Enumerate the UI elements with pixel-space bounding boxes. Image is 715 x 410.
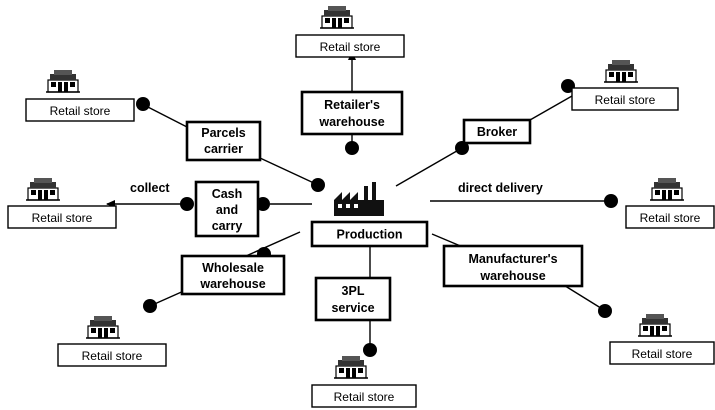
dot-parcels-production (311, 178, 325, 192)
store-label-bottom: Retail store (334, 390, 395, 404)
dot-retailers-warehouse (345, 141, 359, 155)
store-building-icon (85, 315, 121, 339)
store-building-icon (25, 177, 61, 201)
factory-icon (334, 182, 384, 216)
channel-parcels-carrier: Parcels carrier (185, 120, 262, 162)
cash-carry-line2: and (216, 203, 238, 217)
channel-broker: Broker (462, 118, 532, 145)
retail-store-top-right: Retail store (571, 59, 679, 111)
dot-broker (455, 141, 469, 155)
connector-wholesale (245, 231, 301, 257)
wholesale-line1: Wholesale (202, 261, 264, 275)
dot-store-bottom-right (598, 304, 612, 318)
channel-wholesale-warehouse: Wholesale warehouse (180, 254, 286, 296)
dot-cash-carry-left (180, 197, 194, 211)
store-label-bottom-right: Retail store (632, 347, 693, 361)
connector-parcels (259, 157, 317, 185)
dot-store-right (604, 194, 618, 208)
store-building-icon (45, 69, 81, 93)
cash-carry-line3: carry (212, 219, 243, 233)
store-building-icon (333, 355, 369, 379)
wholesale-line2: warehouse (199, 277, 265, 291)
retail-store-top: Retail store (295, 5, 405, 58)
collect-label: collect (130, 181, 170, 195)
retail-store-left: Retail store (7, 177, 117, 229)
cash-carry-line1: Cash (212, 187, 243, 201)
retailers-warehouse-line2: warehouse (318, 115, 384, 129)
retailers-warehouse-line1: Retailer's (324, 98, 380, 112)
manufacturers-warehouse-line2: warehouse (479, 269, 545, 283)
production-label: Production (337, 228, 403, 242)
store-building-icon (637, 313, 673, 337)
retail-store-bottom-left: Retail store (57, 315, 167, 367)
channel-cash-and-carry: Cash and carry (194, 180, 260, 238)
dot-store-bottom (363, 343, 377, 357)
store-building-icon (603, 59, 639, 83)
3pl-line1: 3PL (342, 284, 365, 298)
store-building-icon (649, 177, 685, 201)
connector-dots (136, 79, 618, 357)
broker-label: Broker (477, 125, 517, 139)
store-label-top-left: Retail store (50, 104, 111, 118)
channel-3pl-service: 3PL service (314, 276, 392, 322)
store-label-top-right: Retail store (595, 93, 656, 107)
connector-parcels-store (141, 103, 188, 128)
retail-store-bottom-right: Retail store (609, 313, 715, 365)
connector-broker (395, 147, 463, 187)
dot-cash-carry-right (256, 197, 270, 211)
store-label-left: Retail store (32, 211, 93, 225)
connector-manufacturers-store (561, 283, 605, 311)
store-building-icon (319, 5, 355, 29)
retail-store-bottom: Retail store (311, 355, 417, 408)
dot-store-top-left (136, 97, 150, 111)
channel-retailers-warehouse: Retailer's warehouse (300, 90, 404, 136)
retail-store-top-left: Retail store (25, 69, 135, 122)
store-label-right: Retail store (640, 211, 701, 225)
manufacturers-warehouse-line1: Manufacturer's (468, 252, 557, 266)
parcels-label-line2: carrier (204, 142, 243, 156)
3pl-line2: service (331, 301, 374, 315)
parcels-label-line1: Parcels (201, 126, 246, 140)
store-label-top: Retail store (320, 40, 381, 54)
dot-store-bottom-left (143, 299, 157, 313)
retail-store-right: Retail store (625, 177, 715, 229)
direct-delivery-label: direct delivery (458, 181, 543, 195)
store-label-bottom-left: Retail store (82, 349, 143, 363)
production-node: Production (310, 220, 429, 248)
channel-manufacturers-warehouse: Manufacturer's warehouse (442, 244, 584, 288)
